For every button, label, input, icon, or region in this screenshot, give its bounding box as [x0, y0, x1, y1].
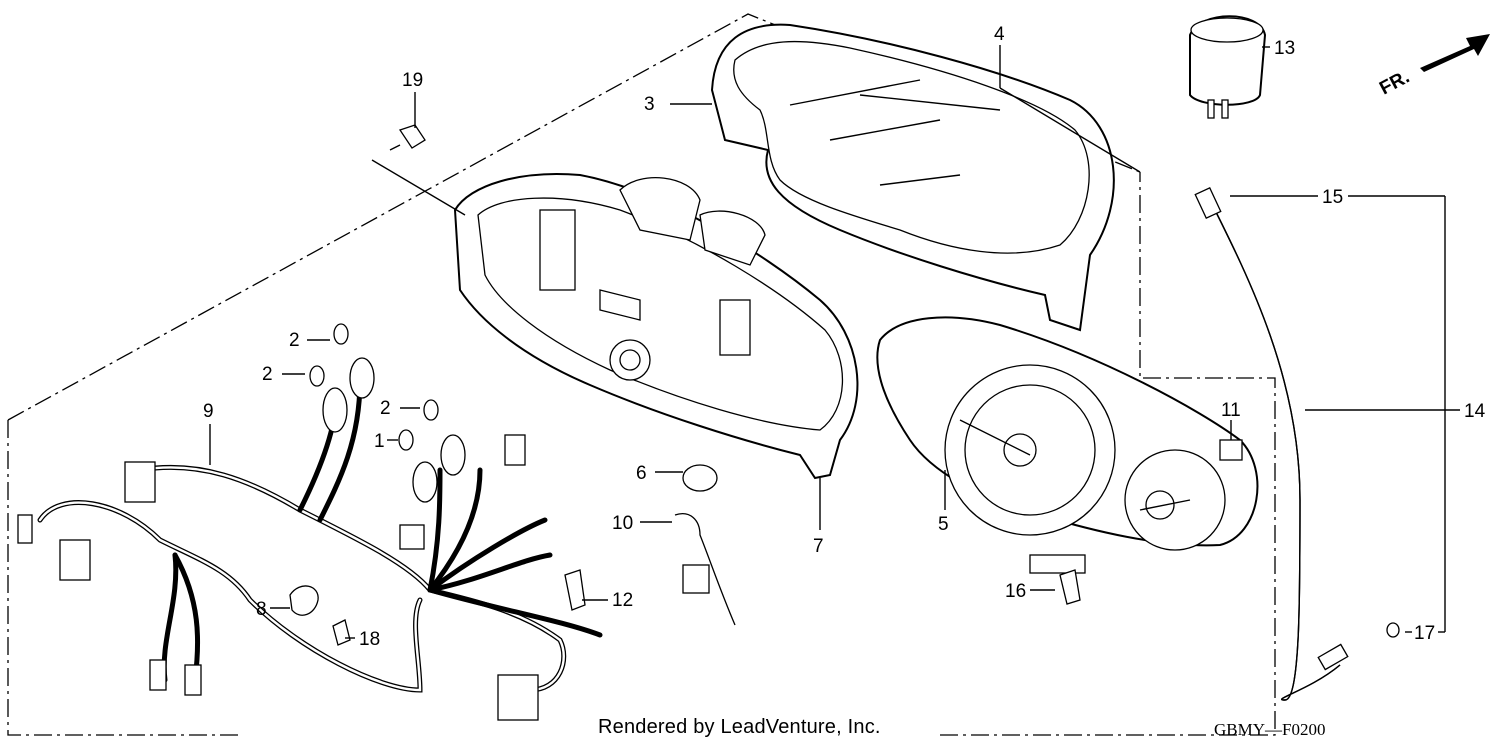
callout-2c: 2 — [380, 398, 391, 419]
meter-case-icon[interactable] — [453, 173, 859, 480]
callout-17: 17 — [1414, 623, 1435, 644]
callout-10: 10 — [612, 513, 633, 534]
direction-label: FR. — [1376, 67, 1413, 100]
speedometer-cable-icon[interactable] — [1194, 186, 1400, 701]
callout-3: 3 — [644, 94, 655, 115]
diagram-code: GBMY—F0200 — [1214, 720, 1326, 739]
clamp-icon[interactable] — [289, 585, 319, 616]
front-direction-arrow-icon: FR. — [1376, 34, 1490, 99]
callout-15: 15 — [1322, 187, 1343, 208]
callout-4: 4 — [994, 24, 1005, 45]
callout-8: 8 — [256, 599, 267, 620]
callout-2a: 2 — [289, 330, 300, 351]
wiring-harness-icon[interactable] — [17, 357, 603, 721]
callout-12: 12 — [612, 590, 633, 611]
callout-2b: 2 — [262, 364, 273, 385]
leader-lines — [209, 45, 1460, 639]
callout-19: 19 — [402, 70, 423, 91]
callout-6: 6 — [636, 463, 647, 484]
meter-panel-icon[interactable] — [876, 316, 1259, 574]
callout-11: 11 — [1221, 400, 1241, 421]
callout-14: 14 — [1464, 401, 1486, 422]
screw-icon[interactable] — [332, 124, 1243, 646]
callout-7: 7 — [813, 536, 824, 557]
bulb-icon[interactable] — [309, 323, 439, 451]
callout-13: 13 — [1274, 38, 1295, 59]
callout-9: 9 — [203, 401, 214, 422]
meter-visor-icon[interactable] — [710, 23, 1115, 332]
credit-text: Rendered by LeadVenture, Inc. — [598, 716, 881, 738]
callout-18: 18 — [359, 629, 380, 650]
callout-numbers: 1 2 2 2 3 4 5 6 7 8 9 10 11 12 13 14 15 … — [203, 24, 1486, 650]
flasher-relay-icon[interactable] — [1189, 15, 1267, 119]
callout-5: 5 — [938, 514, 949, 535]
callout-16: 16 — [1005, 581, 1026, 602]
callout-1: 1 — [374, 431, 385, 452]
